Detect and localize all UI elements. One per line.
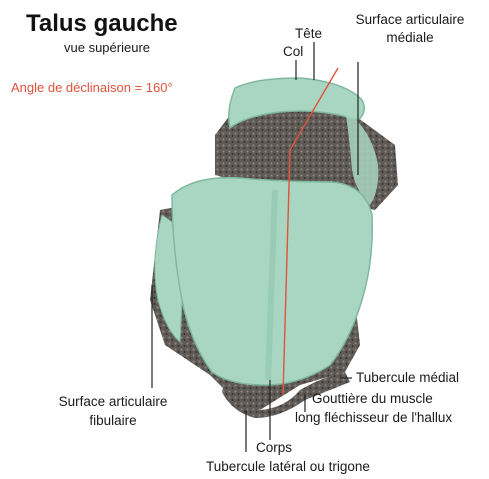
label-gouttiere-1: Gouttière du muscle [312, 391, 433, 407]
label-col: Col [283, 44, 303, 60]
label-surface-fibulaire-2: fibulaire [38, 413, 188, 429]
label-tubercule-lateral: Tubercule latéral ou trigone [206, 459, 370, 475]
angle-label: Angle de déclinaison = 160° [11, 80, 173, 96]
label-surface-fibulaire-1: Surface articulaire [38, 394, 188, 410]
figure-title: Talus gauche [26, 10, 178, 38]
label-surface-mediale-2: médiale [340, 30, 480, 46]
label-surface-mediale-1: Surface articulaire [340, 12, 480, 28]
figure-subtitle: vue supérieure [64, 40, 150, 56]
label-tete: Tête [295, 26, 322, 42]
label-tubercule-medial: Tubercule médial [356, 370, 459, 386]
label-corps: Corps [256, 440, 292, 456]
label-gouttiere-2: long fléchisseur de l'hallux [295, 410, 452, 426]
